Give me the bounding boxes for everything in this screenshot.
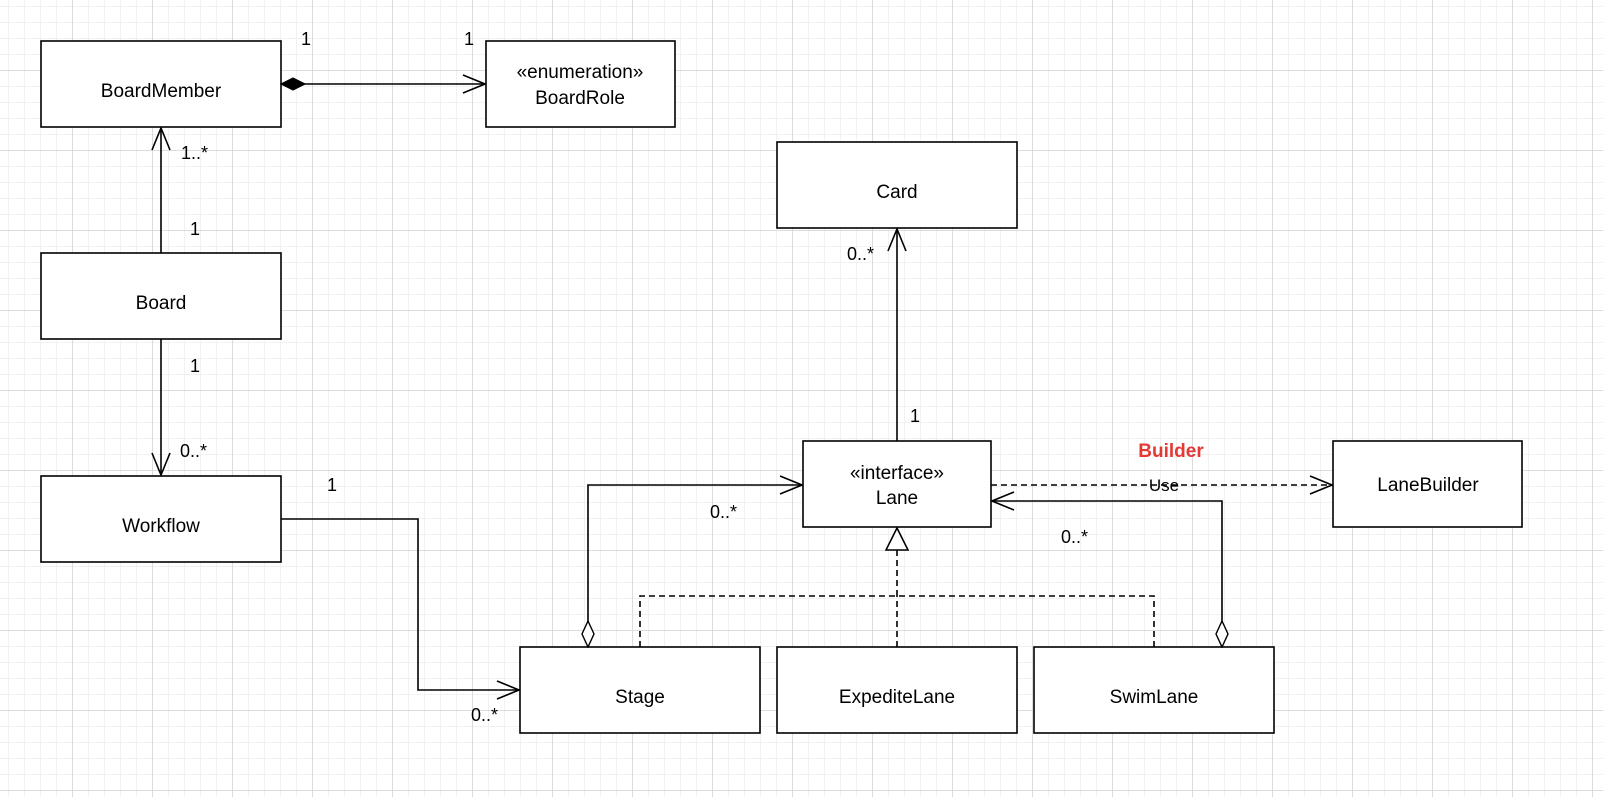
realization-lane-implementers[interactable] [639, 528, 1155, 647]
builder-annotation: Builder [1138, 441, 1204, 462]
class-name-lanebuilder: LaneBuilder [1377, 475, 1479, 496]
class-name-expeditelane: ExpediteLane [839, 687, 955, 708]
class-stage[interactable]: Stage [519, 646, 761, 734]
multiplicity-label: 1 [190, 219, 200, 239]
class-boardmember[interactable]: BoardMember [40, 40, 282, 128]
multiplicity-label: 0..* [1061, 527, 1088, 547]
multiplicity-label: 0..* [180, 441, 207, 461]
multiplicity-label: 0..* [710, 502, 737, 522]
class-name-boardmember: BoardMember [101, 81, 222, 102]
multiplicity-label: 1 [327, 475, 337, 495]
class-swimlane[interactable]: SwimLane [1033, 646, 1275, 734]
aggregation-swimlane-lane[interactable]: 0..* [992, 501, 1222, 647]
aggregation-stage-lane[interactable]: 0..* [588, 485, 802, 647]
composition-boardmember-boardrole[interactable]: 1 1 [281, 29, 485, 84]
class-name-boardrole: BoardRole [535, 88, 625, 109]
dependency-lane-lanebuilder[interactable]: Use Builder [991, 441, 1332, 495]
multiplicity-label: 0..* [471, 705, 498, 725]
class-workflow[interactable]: Workflow [40, 475, 282, 563]
stereotype-enumeration: «enumeration» [517, 62, 644, 83]
class-name-swimlane: SwimLane [1110, 687, 1199, 708]
class-board[interactable]: Board [40, 252, 282, 340]
class-name-lane: Lane [876, 488, 918, 509]
stereotype-interface: «interface» [850, 463, 944, 484]
multiplicity-label: 1 [910, 406, 920, 426]
association-lane-card[interactable]: 0..* 1 [847, 229, 920, 441]
multiplicity-label: 1 [301, 29, 311, 49]
class-card[interactable]: Card [776, 141, 1018, 229]
interface-lane[interactable]: «interface» Lane [802, 440, 992, 528]
class-expeditelane[interactable]: ExpediteLane [776, 646, 1018, 734]
association-board-workflow[interactable]: 1 0..* [161, 339, 207, 475]
class-name-card: Card [876, 182, 917, 203]
association-board-boardmember[interactable]: 1..* 1 [161, 128, 208, 253]
multiplicity-label: 0..* [847, 244, 874, 264]
class-boardrole[interactable]: «enumeration» BoardRole [485, 40, 676, 128]
class-name-board: Board [136, 293, 187, 314]
class-name-workflow: Workflow [122, 516, 200, 537]
multiplicity-label: 1..* [181, 143, 208, 163]
multiplicity-label: 1 [190, 356, 200, 376]
use-label: Use [1149, 476, 1179, 495]
class-lanebuilder[interactable]: LaneBuilder [1332, 440, 1523, 528]
multiplicity-label: 1 [464, 29, 474, 49]
class-name-stage: Stage [615, 687, 665, 708]
association-workflow-stage[interactable]: 1 0..* [281, 475, 519, 725]
